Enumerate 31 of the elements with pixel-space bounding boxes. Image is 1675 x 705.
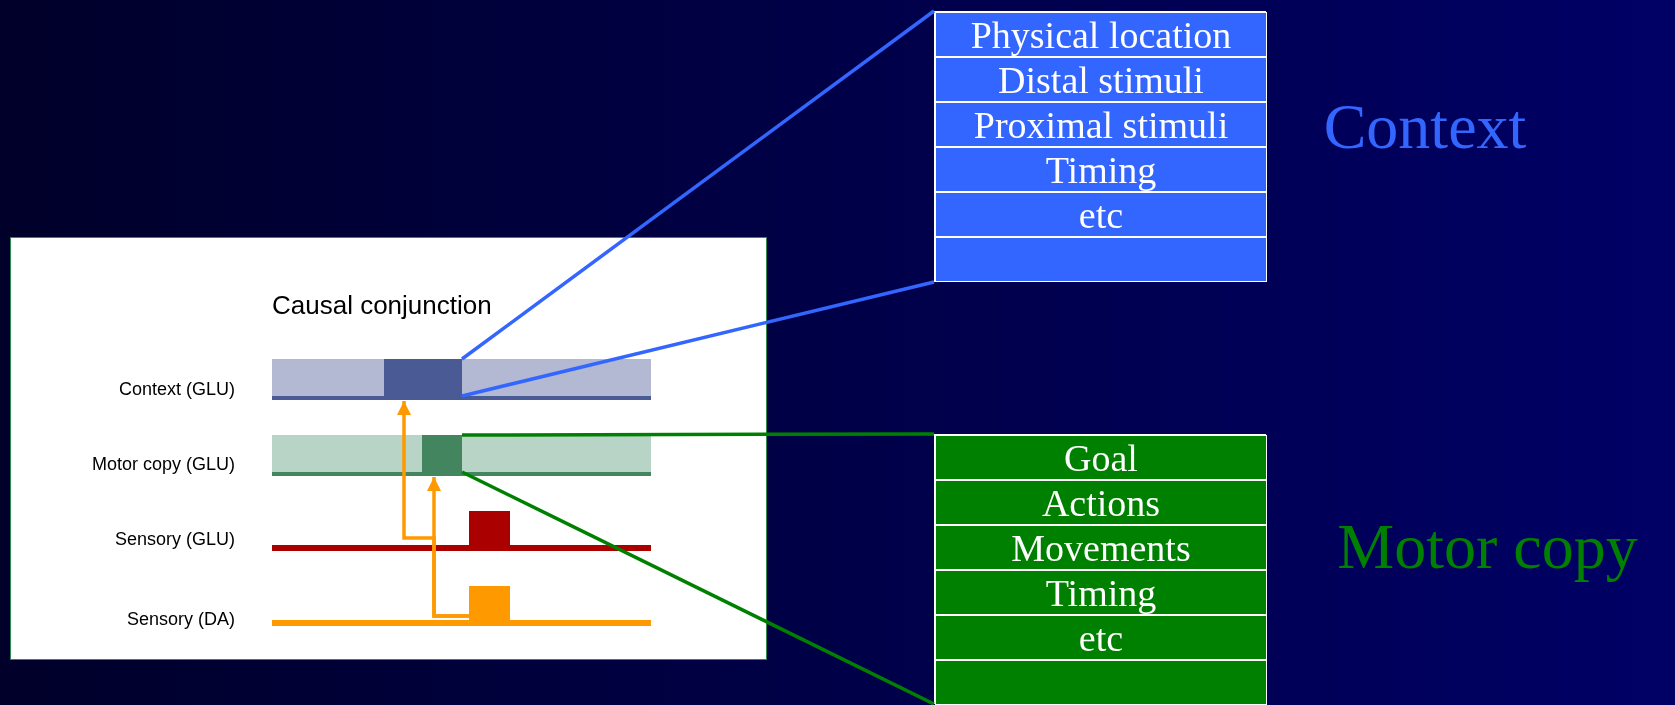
- connector-line: [462, 432, 934, 437]
- table-row: Distal stimuli: [935, 57, 1267, 102]
- signal-bar: [272, 435, 651, 476]
- connector-line: [460, 9, 936, 361]
- diagram-panel: [10, 237, 767, 660]
- table-row: etc: [935, 192, 1267, 237]
- table-row: Proximal stimuli: [935, 102, 1267, 147]
- row-label: Context (GLU): [117, 379, 235, 400]
- table-row: Goal: [935, 435, 1267, 480]
- panel-title: Causal conjunction: [272, 290, 492, 321]
- table: [934, 11, 1266, 282]
- table: [934, 434, 1266, 704]
- row-label: Sensory (GLU): [113, 529, 235, 550]
- connector-line: [461, 280, 935, 398]
- row-label: Motor copy (GLU): [90, 454, 235, 475]
- table-row: [935, 660, 1267, 705]
- row-label: Sensory (DA): [125, 609, 235, 630]
- section-heading: Motor copy: [1336, 510, 1639, 584]
- connector-line: [461, 470, 935, 705]
- section-heading: Context: [1322, 90, 1528, 164]
- arrow: [397, 401, 469, 618]
- table-row: etc: [935, 615, 1267, 660]
- table-row: Timing: [935, 147, 1267, 192]
- table-row: [935, 237, 1267, 282]
- table-row: Timing: [935, 570, 1267, 615]
- table-row: Actions: [935, 480, 1267, 525]
- highlight-segment: [384, 359, 462, 396]
- table-row: Movements: [935, 525, 1267, 570]
- table-row: Physical location: [935, 12, 1267, 57]
- signal-bar: [272, 359, 651, 400]
- highlight-segment: [422, 435, 462, 472]
